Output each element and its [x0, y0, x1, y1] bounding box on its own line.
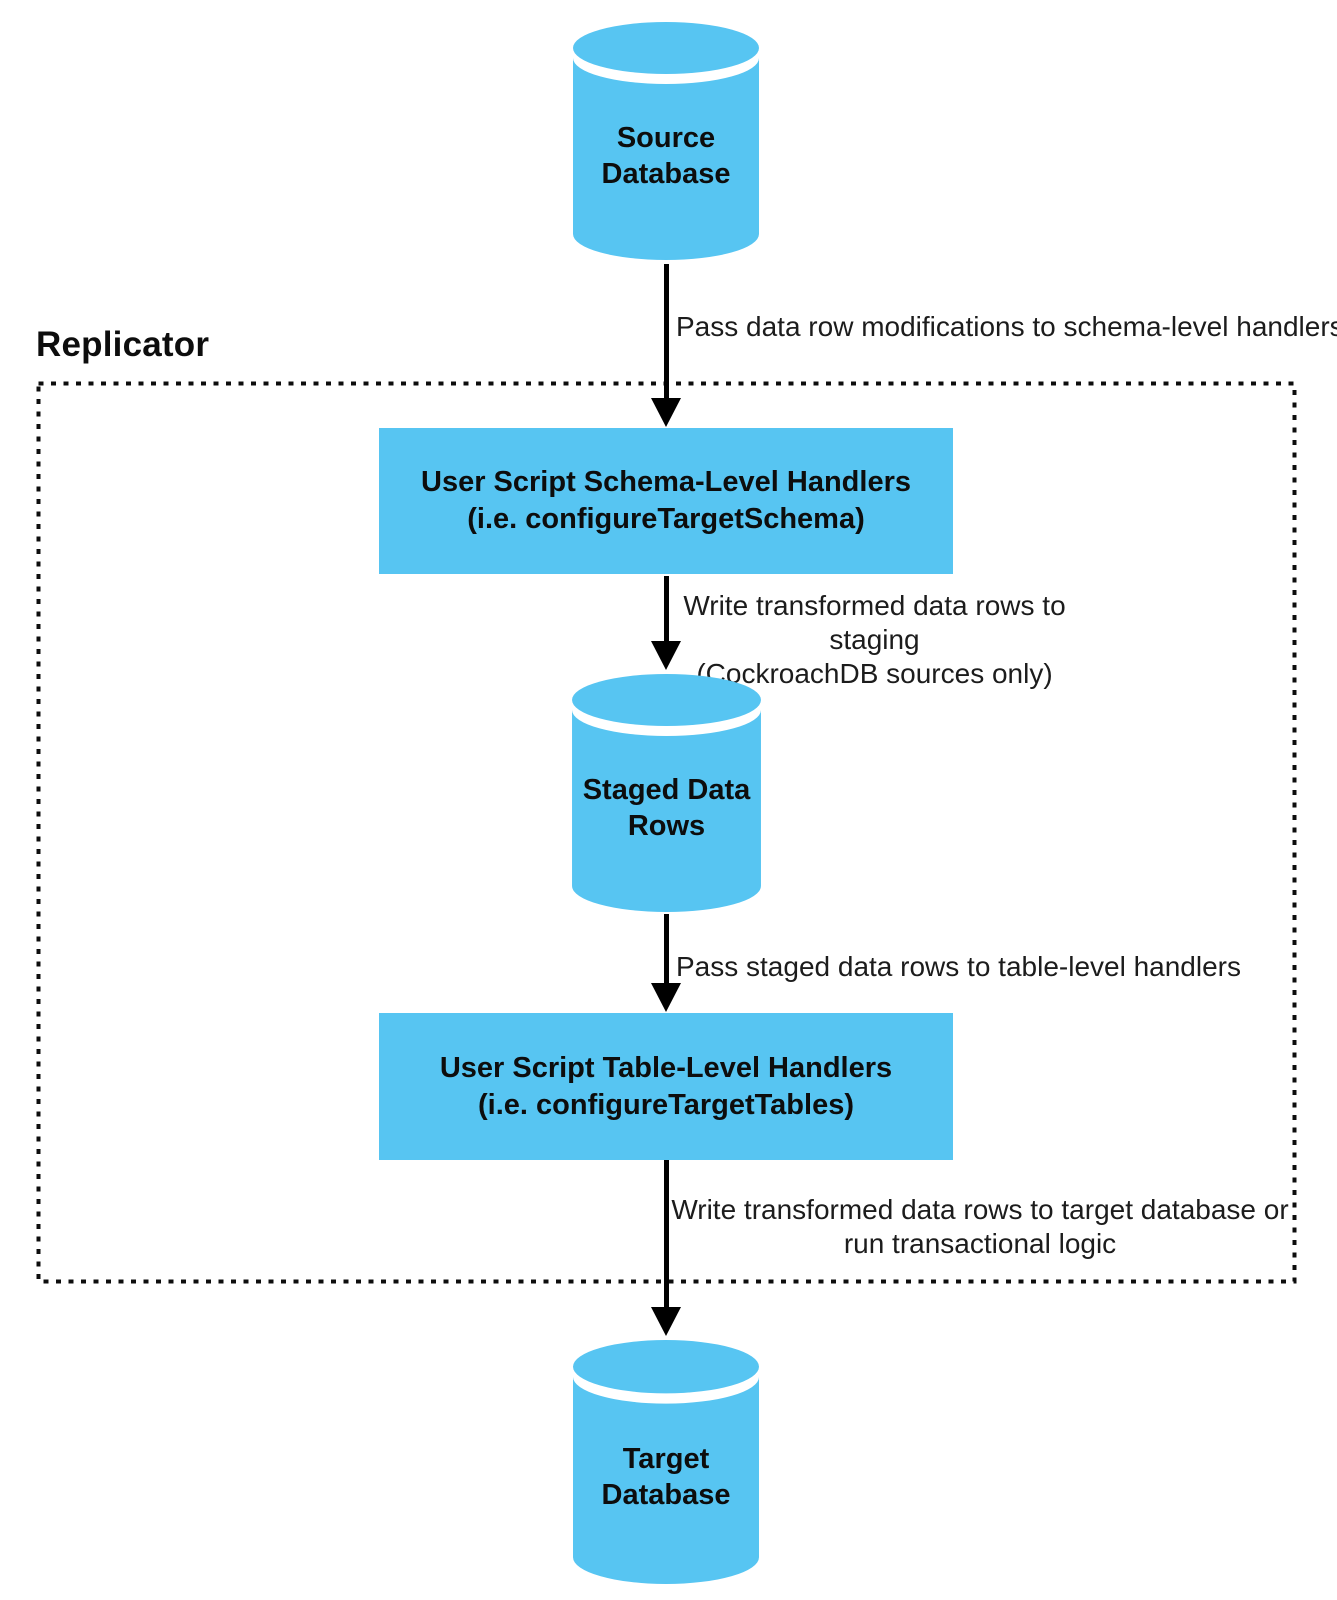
label-line: Target [622, 1442, 710, 1475]
node-staged-data-rows: Staged Data Rows [570, 672, 763, 914]
label-line: Write transformed data rows to target da… [671, 1194, 1289, 1225]
edge-label-source-to-schema: Pass data row modifications to schema-le… [676, 310, 1337, 344]
arrow-shaft [663, 1160, 669, 1310]
arrow-head-icon [651, 983, 681, 1012]
edge-label-staged-to-table: Pass staged data rows to table-level han… [676, 950, 1241, 984]
label-line: Staged Data [582, 773, 751, 806]
database-cylinder-icon [572, 674, 761, 912]
label-line: Source [616, 121, 716, 154]
target-database-label: Target Database [571, 1393, 761, 1562]
staged-data-rows-label: Staged Data Rows [570, 725, 763, 890]
node-schema-level-handlers: User Script Schema-Level Handlers (i.e. … [379, 428, 953, 574]
arrow-schema-to-staged [651, 576, 681, 670]
label-line: run transactional logic [843, 1228, 1117, 1259]
label-line: Pass staged data rows to table-level han… [676, 951, 1241, 982]
edge-label-schema-to-staged: Write transformed data rows to staging (… [672, 589, 1077, 691]
label-line: Rows [627, 809, 706, 842]
arrow-staged-to-table [651, 914, 681, 1012]
label-line: Write transformed data rows to staging [683, 590, 1066, 655]
arrow-shaft [663, 914, 669, 986]
label-line: Pass data row modifications to schema-le… [676, 311, 1337, 342]
node-table-level-handlers: User Script Table-Level Handlers (i.e. c… [379, 1013, 953, 1160]
label-line: (i.e. configureTargetSchema) [467, 503, 865, 535]
arrow-head-icon [651, 398, 681, 427]
label-line: Database [601, 157, 731, 190]
label-line: User Script Table-Level Handlers [439, 1051, 893, 1084]
node-target-database: Target Database [571, 1338, 761, 1586]
label-line: Database [601, 1478, 731, 1511]
label-line: (CockroachDB sources only) [696, 658, 1053, 689]
source-database-label: Source Database [571, 73, 761, 238]
arrow-source-to-schema [651, 264, 681, 427]
node-source-database: Source Database [571, 20, 761, 262]
label-line: User Script Schema-Level Handlers [421, 466, 911, 498]
arrow-shaft [663, 576, 669, 644]
database-cylinder-icon [573, 1340, 759, 1584]
arrow-shaft [663, 264, 669, 401]
arrow-table-to-target [651, 1160, 681, 1336]
database-cylinder-icon [573, 22, 759, 260]
replicator-boundary-title: Replicator [36, 325, 210, 364]
arrow-head-icon [651, 1307, 681, 1336]
edge-label-table-to-target: Write transformed data rows to target da… [664, 1193, 1296, 1261]
label-line: (i.e. configureTargetTables) [478, 1088, 854, 1121]
arrow-head-icon [651, 641, 681, 670]
